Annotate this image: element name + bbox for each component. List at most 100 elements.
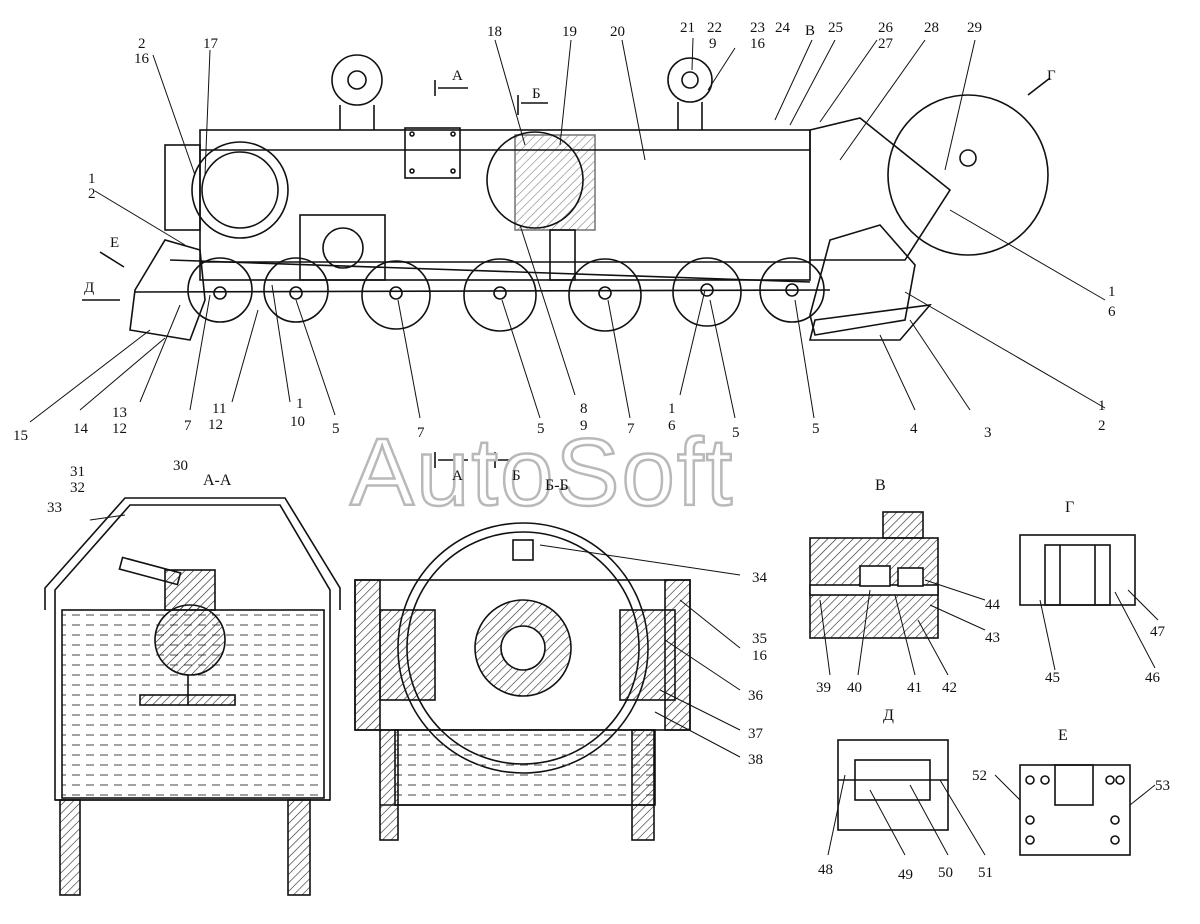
callout-19: 19 [562, 24, 577, 40]
callout-30: 30 [173, 458, 188, 474]
callout-44: 44 [985, 597, 1001, 613]
callout-2: 2 [1098, 418, 1106, 434]
callout-39: 39 [816, 680, 831, 696]
callout-1: 1 [88, 171, 96, 187]
top-pulley-left [331, 54, 383, 106]
callout-9: 9 [709, 36, 717, 52]
mark-e: Е [110, 235, 119, 251]
title-v: В [875, 477, 886, 494]
mark-g: Г [1047, 68, 1056, 84]
callout-5: 5 [537, 421, 545, 437]
view-titles: А-А Б-Б В Г Д Е [203, 472, 1074, 744]
callout-46: 46 [1145, 670, 1161, 686]
rear-shoe [129, 239, 206, 341]
callout-12: 12 [112, 421, 127, 437]
callout-23: 23 [750, 20, 765, 36]
callout-31: 31 [70, 464, 85, 480]
callout-14: 14 [73, 421, 89, 437]
callout-1: 1 [668, 401, 676, 417]
title-g: Г [1065, 499, 1074, 516]
callout-16: 16 [752, 648, 768, 664]
callout-53: 53 [1155, 778, 1170, 794]
callout-48: 48 [818, 862, 833, 878]
callouts: 1 2 2 16 17 18 19 20 21 22 9 23 16 24 25… [13, 20, 1170, 883]
callout-9: 9 [580, 418, 588, 434]
rear-ring [191, 141, 289, 239]
frame-body [199, 129, 811, 281]
callout-1: 1 [1108, 284, 1116, 300]
callout-17: 17 [203, 36, 219, 52]
mark-a-bottom: А [452, 468, 463, 484]
callout-51: 51 [978, 865, 993, 881]
callout-40: 40 [847, 680, 862, 696]
mark-b-bottom: Б [512, 468, 521, 484]
watermark: AutoSoft [350, 419, 734, 526]
callout-1: 1 [296, 396, 304, 412]
section-aa [44, 497, 341, 896]
detail-d [827, 739, 986, 856]
callout-52: 52 [972, 768, 987, 784]
callout-5: 5 [332, 421, 340, 437]
callout-50: 50 [938, 865, 953, 881]
callout-5: 5 [732, 425, 740, 441]
top-pulley-right [667, 57, 713, 103]
mark-d: Д [84, 280, 94, 296]
callout-8: 8 [580, 401, 588, 417]
callout-36: 36 [748, 688, 764, 704]
mark-a-top: А [452, 68, 463, 84]
callout-26: 26 [878, 20, 894, 36]
flange-plate [299, 214, 386, 281]
section-bb [354, 522, 741, 841]
callout-35: 35 [752, 631, 767, 647]
callout-49: 49 [898, 867, 913, 883]
callout-10: 10 [290, 414, 305, 430]
front-nose [809, 117, 952, 261]
mark-b-top: Б [532, 86, 541, 102]
callout-25: 25 [828, 20, 843, 36]
callout-13: 13 [112, 405, 127, 421]
callout-29: 29 [967, 20, 982, 36]
detail-g [1019, 534, 1159, 671]
track-rollers [187, 257, 825, 332]
callout-20: 20 [610, 24, 625, 40]
callout-7: 7 [417, 425, 425, 441]
callout-27: 27 [878, 36, 894, 52]
callout-4: 4 [910, 421, 918, 437]
callout-2: 2 [138, 36, 146, 52]
inspection-plate [404, 127, 461, 179]
callout-11: 11 [212, 401, 226, 417]
callout-15: 15 [13, 428, 28, 444]
rear-box [164, 144, 201, 231]
detail-e [994, 764, 1156, 856]
title-bb: Б-Б [545, 477, 569, 494]
callout-16: 16 [750, 36, 766, 52]
callout-42: 42 [942, 680, 957, 696]
main-view [29, 37, 1106, 468]
title-e: Е [1058, 727, 1068, 744]
callout-28: 28 [924, 20, 939, 36]
callout-1: 1 [1098, 398, 1106, 414]
callout-2: 2 [88, 186, 96, 202]
callout-47: 47 [1150, 624, 1166, 640]
callout-33: 33 [47, 500, 62, 516]
callout-41: 41 [907, 680, 922, 696]
title-d: Д [883, 707, 894, 724]
front-shoe [809, 224, 916, 336]
callout-7: 7 [184, 418, 192, 434]
callout-45: 45 [1045, 670, 1060, 686]
callout-24: 24 [775, 20, 791, 36]
callout-21: 21 [680, 20, 695, 36]
callout-3: 3 [984, 425, 992, 441]
callout-5: 5 [812, 421, 820, 437]
callout-12: 12 [208, 417, 223, 433]
callout-34: 34 [752, 570, 768, 586]
callout-22: 22 [707, 20, 722, 36]
callout-6: 6 [668, 418, 676, 434]
section-marks: А Б А Б В Г Е Д [84, 23, 1056, 484]
mark-v: В [805, 23, 815, 39]
callout-37: 37 [748, 726, 764, 742]
callout-32: 32 [70, 480, 85, 496]
callout-7: 7 [627, 421, 635, 437]
large-disc [887, 94, 1049, 256]
